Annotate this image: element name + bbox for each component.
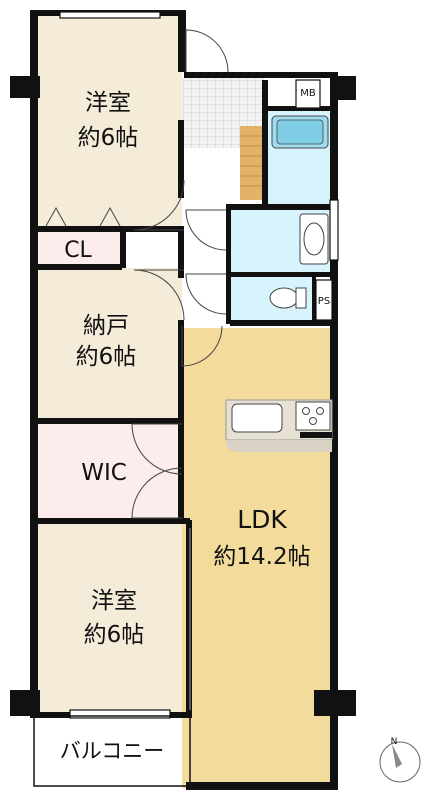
compass-needle-tail (392, 744, 402, 768)
pipe-space-label: PS (318, 296, 330, 307)
shoe-cabinet-lines (240, 135, 262, 187)
compass-north-label: N (391, 737, 398, 747)
shoe-cabinet (240, 126, 262, 200)
western-room-top-size: 約6帖 (78, 125, 139, 151)
ldk-name: LDK (237, 505, 287, 534)
kitchen-counter-end (300, 432, 332, 438)
bathtub-inner (276, 119, 324, 145)
kitchen-counter-curve (226, 440, 332, 452)
storage-room-name: 納戸 (83, 313, 129, 339)
closet-doors (45, 206, 121, 227)
washbasin-bowl (303, 222, 325, 256)
closet-area (36, 230, 124, 266)
columns (10, 76, 356, 716)
compass: N (379, 737, 421, 783)
western-room-bottom-area (36, 522, 190, 714)
balcony-name: バルコニー (60, 739, 165, 763)
western-room-top-area (36, 14, 182, 228)
ldk-size: 約14.2帖 (213, 544, 310, 570)
windows (59, 11, 339, 719)
western-room-top-name: 洋室 (85, 90, 131, 116)
closet-name: CL (64, 238, 92, 263)
wic-area (36, 424, 182, 520)
western-room-bottom-size: 約6帖 (84, 622, 145, 648)
compass-ring (379, 741, 421, 783)
meter-box-frame (295, 79, 321, 109)
meter-box-label: MB (300, 88, 316, 99)
kitchen-stove (295, 401, 331, 431)
pipe-space-frame (315, 279, 333, 321)
stove-burners (302, 407, 324, 425)
storage-room-area (36, 268, 182, 420)
toilet-tank (295, 287, 307, 309)
western-room-bottom-name: 洋室 (91, 588, 137, 614)
door-swings (131, 29, 229, 519)
storage-room-size: 約6帖 (76, 344, 137, 370)
wic-name: WIC (81, 460, 127, 486)
balcony-area (36, 716, 192, 788)
kitchen-sink (231, 403, 283, 433)
balcony-railing (33, 715, 191, 787)
toilet (269, 287, 299, 309)
hallway-area (182, 200, 230, 328)
